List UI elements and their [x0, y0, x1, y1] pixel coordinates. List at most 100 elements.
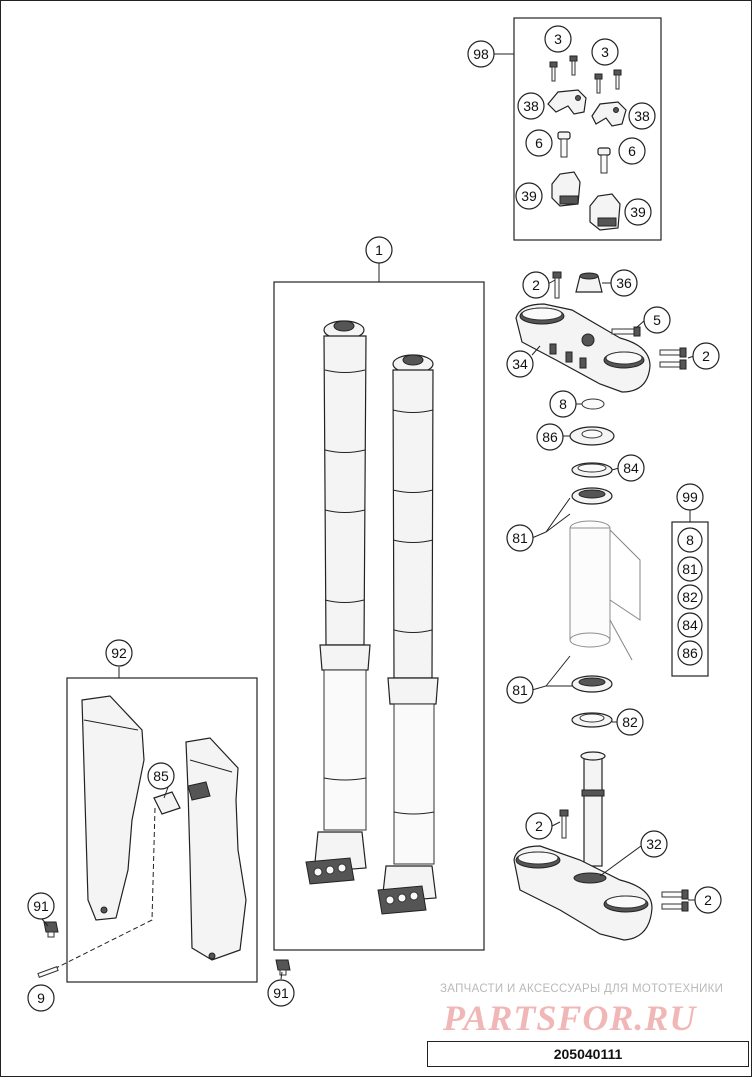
callout-1: 1 — [365, 236, 393, 264]
callout-2-top: 2 — [522, 271, 550, 299]
watermark-caption: ЗАПЧАСТИ И АКСЕССУАРЫ ДЛЯ МОТОТЕХНИКИ — [440, 983, 724, 995]
callout-81-top: 81 — [506, 524, 534, 552]
callout-86: 86 — [536, 423, 564, 451]
fork-assembly-box — [273, 281, 485, 951]
callout-36: 36 — [610, 269, 638, 297]
bolts-2-upper-clamp — [659, 347, 687, 370]
svg-text:2: 2 — [702, 348, 710, 364]
lower-triple-clamp-32 — [513, 751, 653, 941]
svg-text:81: 81 — [512, 530, 528, 546]
screw-91-bottom — [275, 959, 291, 976]
svg-text:86: 86 — [682, 645, 698, 661]
svg-text:82: 82 — [622, 714, 638, 730]
callout-9: 9 — [27, 984, 55, 1012]
svg-text:5: 5 — [653, 312, 661, 328]
callout-98: 98 — [467, 40, 495, 68]
callout-82: 82 — [616, 708, 644, 736]
svg-text:99: 99 — [682, 489, 698, 505]
screw-9 — [37, 966, 59, 978]
svg-text:3: 3 — [554, 31, 562, 47]
fork-protector-box — [66, 677, 258, 983]
bolts-2-lower-clamp — [661, 889, 689, 912]
svg-text:2: 2 — [535, 818, 543, 834]
svg-text:98: 98 — [473, 46, 489, 62]
callout-38-right: 38 — [628, 102, 656, 130]
kit-99-item-82: 82 — [677, 584, 703, 610]
svg-text:86: 86 — [542, 429, 558, 445]
callout-2-stem: 2 — [525, 812, 553, 840]
kit-99-item-8: 8 — [677, 527, 703, 553]
svg-text:39: 39 — [521, 188, 537, 204]
kit-99-item-84: 84 — [677, 612, 703, 638]
svg-text:3: 3 — [601, 44, 609, 60]
dust-cover-86 — [569, 426, 615, 446]
svg-text:32: 32 — [646, 836, 662, 852]
drawing-number-box: 205040111 — [427, 1041, 749, 1067]
svg-text:6: 6 — [535, 135, 543, 151]
svg-text:6: 6 — [628, 143, 636, 159]
fork-protector-left — [81, 695, 145, 921]
bolt-6-left — [557, 131, 571, 158]
callout-3-right: 3 — [591, 38, 619, 66]
handlebar-clamp-38-right — [591, 101, 627, 127]
callout-3-left: 3 — [544, 25, 572, 53]
svg-text:1: 1 — [375, 242, 383, 258]
svg-text:34: 34 — [512, 356, 528, 372]
handlebar-clamp-38-left — [547, 89, 587, 115]
steering-head-frame — [569, 520, 641, 661]
svg-text:36: 36 — [616, 275, 632, 291]
callout-85: 85 — [147, 762, 175, 790]
watermark-logo: PARTSFOR.RU — [443, 998, 697, 1038]
svg-text:81: 81 — [512, 682, 528, 698]
svg-text:84: 84 — [623, 460, 639, 476]
bearing-81-top — [571, 487, 613, 505]
callout-39-right: 39 — [624, 198, 652, 226]
svg-text:2: 2 — [532, 277, 540, 293]
bolt-6-right — [597, 147, 611, 174]
fork-protector-right — [185, 737, 247, 961]
svg-text:84: 84 — [682, 617, 698, 633]
svg-text:38: 38 — [634, 108, 650, 124]
callout-34: 34 — [506, 350, 534, 378]
callout-99: 99 — [676, 483, 704, 511]
svg-text:92: 92 — [111, 645, 127, 661]
svg-text:85: 85 — [153, 768, 169, 784]
svg-text:38: 38 — [523, 98, 539, 114]
screw-3-right — [594, 69, 622, 94]
callout-92: 92 — [105, 639, 133, 667]
svg-text:91: 91 — [273, 985, 289, 1001]
svg-text:9: 9 — [37, 990, 45, 1006]
seal-ring-84-top — [571, 462, 613, 478]
callout-6-left: 6 — [525, 129, 553, 157]
callout-81-bottom: 81 — [506, 676, 534, 704]
clamp-85 — [153, 781, 211, 815]
kit-99-item-86: 86 — [677, 640, 703, 666]
callout-2-upper-clamp: 2 — [692, 342, 720, 370]
drawing-number: 205040111 — [553, 1046, 623, 1062]
upper-triple-clamp-34 — [515, 303, 651, 393]
svg-text:8: 8 — [686, 532, 694, 548]
svg-text:2: 2 — [704, 892, 712, 908]
callout-32: 32 — [640, 830, 668, 858]
fork-leg-right — [377, 354, 439, 915]
svg-text:81: 81 — [682, 561, 698, 577]
callout-39-left: 39 — [515, 182, 543, 210]
fork-nut-36 — [575, 272, 603, 293]
callout-38-left: 38 — [517, 92, 545, 120]
bearing-81-bottom — [571, 675, 613, 693]
callout-6-right: 6 — [618, 137, 646, 165]
o-ring-8 — [581, 398, 605, 410]
bolt-2-stem — [559, 809, 569, 839]
kit-98-box — [513, 17, 662, 241]
svg-text:39: 39 — [630, 204, 646, 220]
seal-ring-82 — [571, 712, 613, 728]
callout-8: 8 — [549, 390, 577, 418]
callout-91-bottom: 91 — [267, 979, 295, 1007]
kit-99-item-81: 81 — [677, 556, 703, 582]
bolt-5 — [611, 326, 641, 337]
callout-5: 5 — [643, 306, 671, 334]
fork-leg-left — [305, 320, 371, 885]
svg-text:82: 82 — [682, 589, 698, 605]
